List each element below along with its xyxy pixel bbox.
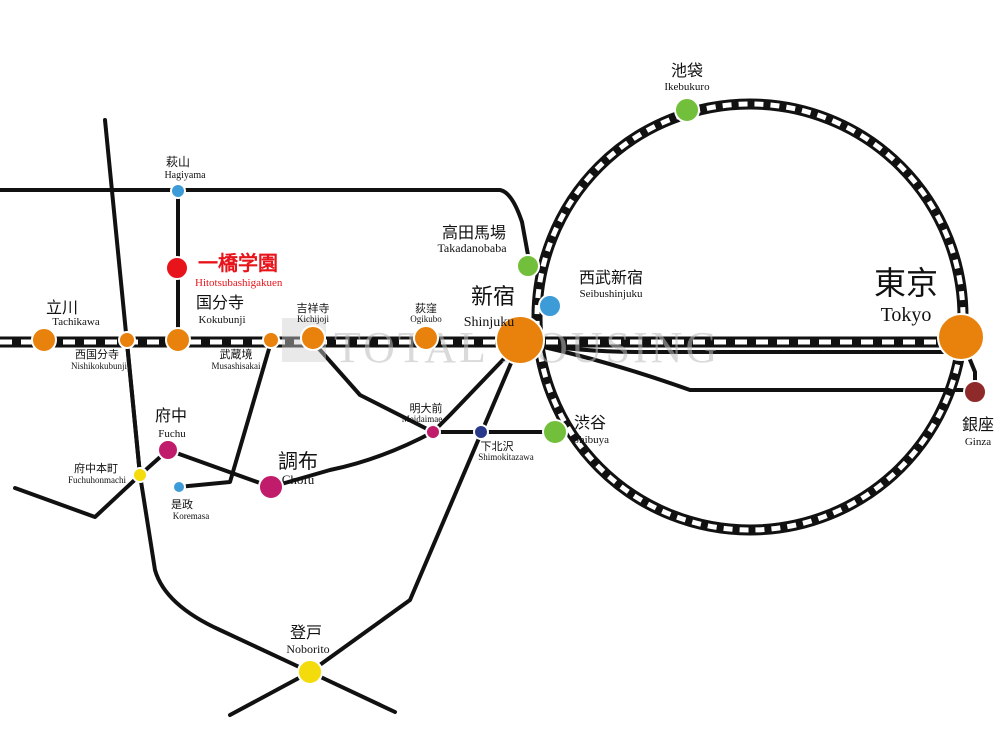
station-label-ja-tokyo: 東京: [874, 264, 938, 302]
station-label-en-noborito: Noborito: [286, 642, 329, 656]
station-label-ja-seibushinjuku: 西武新宿: [579, 268, 643, 287]
station-marker-seibushinjuku[interactable]: [538, 294, 562, 318]
station-marker-hitotsubashigakuen[interactable]: [165, 256, 189, 280]
station-label-en-hagiyama: Hagiyama: [164, 170, 206, 181]
station-marker-tachikawa[interactable]: [31, 327, 57, 353]
station-label-ja-kichijoji: 吉祥寺: [297, 301, 330, 315]
station-marker-koremasa[interactable]: [172, 480, 186, 494]
station-label-ja-ogikubo: 荻窪: [415, 301, 437, 315]
station-label-ja-fuchu: 府中: [155, 406, 187, 425]
station-marker-fuchuhonmachi[interactable]: [132, 467, 148, 483]
station-marker-takadanobaba[interactable]: [516, 254, 540, 278]
station-label-en-chofu: Chofu: [282, 472, 315, 487]
seibu-tamagawa-line: [176, 340, 273, 489]
station-label-en-ogikubo: Ogikubo: [410, 314, 442, 324]
station-marker-tokyo[interactable]: [937, 313, 985, 361]
station-marker-ginza[interactable]: [963, 380, 987, 404]
station-label-en-shimokitazawa: Shimokitazawa: [478, 452, 534, 462]
station-label-en-nishikokubunji: Nishikokubunji: [71, 361, 128, 371]
station-label-en-koremasa: Koremasa: [173, 511, 209, 521]
station-marker-meidaimae[interactable]: [425, 424, 441, 440]
station-label-en-kichijoji: Kichijoji: [297, 314, 329, 324]
station-label-ja-noborito: 登戸: [290, 623, 322, 642]
musashino-west-line: [13, 340, 142, 519]
station-label-en-shinjuku: Shinjuku: [464, 315, 515, 330]
station-label-ja-hagiyama: 萩山: [166, 155, 190, 169]
station-label-en-tachikawa: Tachikawa: [52, 316, 100, 328]
station-label-ja-fuchuhonmachi: 府中本町: [74, 461, 118, 475]
station-label-en-meidaimae: Meidaimae: [402, 414, 442, 424]
station-label-en-seibushinjuku: Seibushinjuku: [580, 288, 643, 300]
station-label-ja-shinjuku: 新宿: [471, 285, 515, 310]
station-label-ja-takadanobaba: 高田馬場: [442, 223, 506, 242]
station-marker-hagiyama[interactable]: [170, 183, 186, 199]
odakyu-line: [228, 340, 522, 717]
station-label-ja-nishikokubunji: 西国分寺: [75, 348, 119, 361]
station-label-ja-shimokitazawa: 下北沢: [481, 439, 514, 453]
station-marker-kokubunji[interactable]: [165, 327, 191, 353]
station-label-ja-kokubunji: 国分寺: [196, 293, 244, 312]
station-marker-shinjuku[interactable]: [495, 315, 545, 365]
station-marker-shimokitazawa[interactable]: [473, 424, 489, 440]
station-marker-musashisakai[interactable]: [262, 331, 280, 349]
station-marker-chofu[interactable]: [258, 474, 284, 500]
station-label-ja-musashisakai: 武蔵境: [220, 347, 253, 361]
station-label-en-shibuya: Shibuya: [573, 434, 609, 446]
station-marker-kichijoji[interactable]: [300, 325, 326, 351]
station-label-en-tokyo: Tokyo: [881, 304, 932, 326]
station-label-en-takadanobaba: Takadanobaba: [437, 241, 507, 255]
nambu-musashino-line: [103, 118, 312, 674]
station-label-ja-koremasa: 是政: [171, 497, 193, 511]
station-label-en-ikebukuro: Ikebukuro: [664, 81, 710, 93]
station-label-en-ginza: Ginza: [965, 436, 991, 448]
seibu-tamako-line: [0, 188, 532, 268]
station-label-en-kokubunji: Kokubunji: [198, 314, 245, 326]
noborito-cross-line: [308, 670, 397, 714]
station-label-en-fuchu: Fuchu: [158, 428, 186, 440]
station-marker-nishikokubunji[interactable]: [118, 331, 136, 349]
station-marker-noborito[interactable]: [297, 659, 323, 685]
station-label-ja-meidaimae: 明大前: [410, 401, 443, 415]
station-label-ja-chofu: 調布: [278, 449, 318, 473]
inokashira-line: [311, 340, 557, 434]
station-label-ja-hitotsubashigakuen: 一橋学園: [198, 251, 278, 275]
station-label-en-fuchuhonmachi: Fuchuhonmachi: [68, 475, 126, 485]
station-marker-ikebukuro[interactable]: [674, 97, 700, 123]
station-label-en-hitotsubashigakuen: Hitotsubashigakuen: [195, 277, 283, 289]
station-label-ja-ikebukuro: 池袋: [671, 61, 703, 80]
station-marker-ogikubo[interactable]: [413, 325, 439, 351]
station-label-en-musashisakai: Musashisakai: [212, 361, 261, 371]
station-label-ja-tachikawa: 立川: [46, 298, 78, 317]
station-label-ja-shibuya: 渋谷: [574, 413, 606, 432]
station-label-ja-ginza: 銀座: [962, 415, 994, 434]
station-marker-shibuya[interactable]: [542, 419, 568, 445]
station-marker-fuchu[interactable]: [157, 439, 179, 461]
